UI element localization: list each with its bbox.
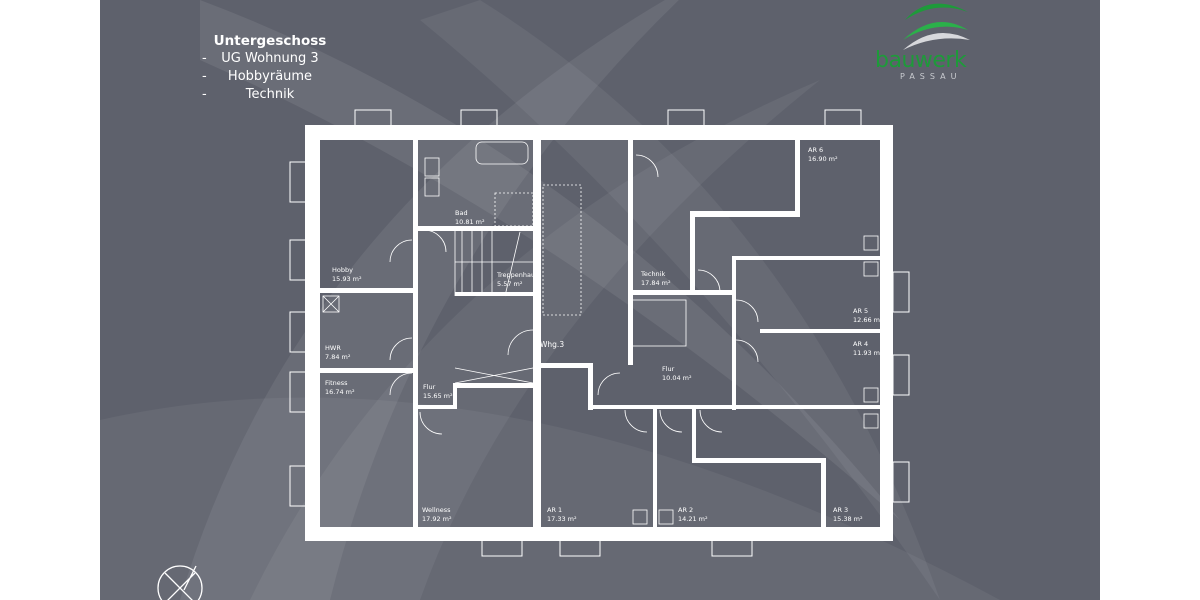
- floor-plan: Hobby 15.93 m² Bad 10.81 m² Treppenhaus …: [100, 0, 1000, 600]
- room-ar3-name: AR 3: [833, 506, 848, 514]
- room-ar4-name: AR 4: [853, 340, 868, 348]
- room-technik-area: 17.84 m²: [641, 279, 671, 287]
- room-wellness-area: 17.92 m²: [422, 515, 452, 523]
- floor-title-block: Untergeschoss -UG Wohnung 3 -Hobbyräume …: [202, 32, 330, 104]
- room-technik-name: Technik: [640, 270, 665, 278]
- bullet: -: [202, 69, 207, 84]
- floor-item: -UG Wohnung 3: [202, 50, 330, 68]
- room-bad-name: Bad: [455, 209, 468, 217]
- room-hwr-area: 7.84 m²: [325, 353, 351, 361]
- room-flur2-name: Flur: [662, 365, 675, 373]
- room-hwr-name: HWR: [325, 344, 341, 352]
- floor-item-label: UG Wohnung 3: [221, 51, 319, 66]
- room-ar1-area: 17.33 m²: [547, 515, 577, 523]
- logo-mark: [903, 3, 970, 50]
- logo-sub: PASSAU: [900, 72, 962, 81]
- floor-title: Untergeschoss: [213, 33, 327, 49]
- room-hobby-area: 15.93 m²: [332, 275, 362, 283]
- room-hobby-name: Hobby: [332, 266, 353, 274]
- bullet: -: [202, 87, 207, 102]
- floor-plan-canvas: Hobby 15.93 m² Bad 10.81 m² Treppenhaus …: [100, 0, 1100, 600]
- room-ar1-name: AR 1: [547, 506, 562, 514]
- fixtures: [322, 141, 879, 525]
- room-flur2-area: 10.04 m²: [662, 374, 692, 382]
- room-flur-name: Flur: [423, 383, 436, 391]
- room-fitness-name: Fitness: [325, 379, 348, 387]
- room-fitness-area: 16.74 m²: [325, 388, 355, 396]
- room-labels: Hobby 15.93 m² Bad 10.81 m² Treppenhaus …: [325, 146, 883, 523]
- room-ar2-area: 14.21 m²: [678, 515, 708, 523]
- floor-item-label: Technik: [245, 87, 295, 102]
- room-ar6-area: 16.90 m²: [808, 155, 838, 163]
- room-flur-area: 15.65 m²: [423, 392, 453, 400]
- room-treppenhaus-area: 5.57 m²: [497, 280, 523, 288]
- unit-label: Whg.3: [540, 340, 564, 349]
- room-ar4-area: 11.93 m²: [853, 349, 883, 357]
- room-wellness-name: Wellness: [422, 506, 451, 514]
- room-ar6-name: AR 6: [808, 146, 823, 154]
- walls: [305, 125, 893, 541]
- floor-item: - Hobbyräume: [202, 68, 330, 86]
- floor-item-label: Hobbyräume: [227, 69, 313, 84]
- logo-name: bauwerk: [875, 48, 967, 73]
- room-ar2-name: AR 2: [678, 506, 693, 514]
- north-arrow-icon: [157, 565, 203, 600]
- room-treppenhaus-name: Treppenhaus: [496, 271, 539, 279]
- floor-item: - Technik: [202, 86, 330, 104]
- room-ar3-area: 15.38 m²: [833, 515, 863, 523]
- room-ar5-name: AR 5: [853, 307, 868, 315]
- room-ar5-area: 12.66 m²: [853, 316, 883, 324]
- room-bad-area: 10.81 m²: [455, 218, 485, 226]
- bullet: -: [202, 51, 207, 66]
